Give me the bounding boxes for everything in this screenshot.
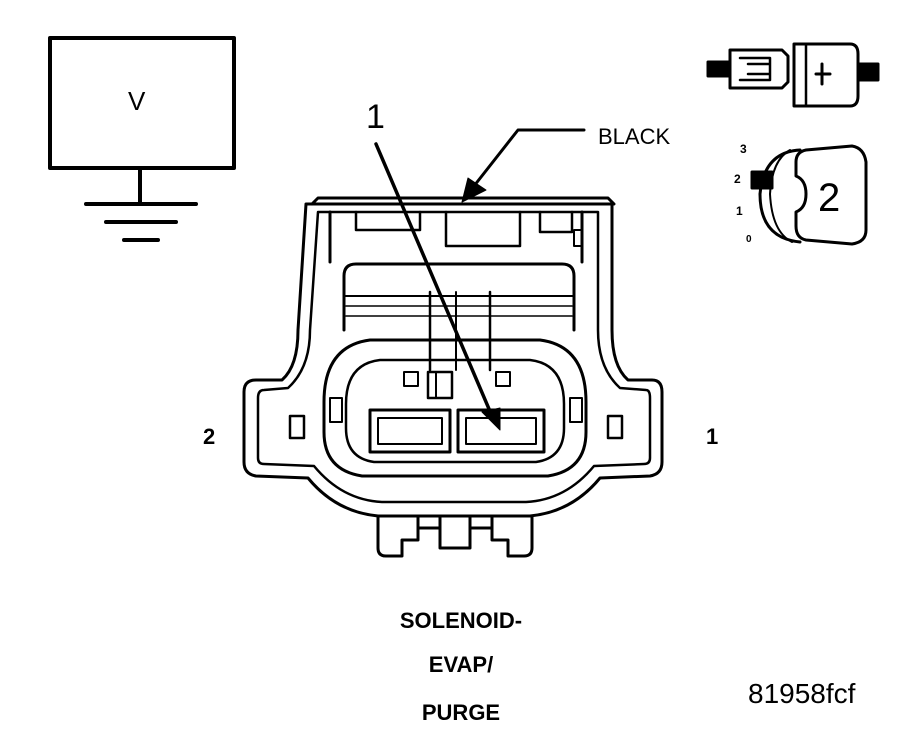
connector-housing xyxy=(242,196,664,558)
terminal-cavity-outer xyxy=(322,338,588,478)
callout-arrow xyxy=(374,142,501,431)
view-position-2: 2 xyxy=(734,172,741,186)
wire-color-label: BLACK xyxy=(598,124,671,149)
left-lock-nub xyxy=(288,414,306,440)
pin-number-right: 1 xyxy=(706,424,719,449)
terminal-pin-1 xyxy=(456,408,546,454)
pin-number-left: 2 xyxy=(203,424,216,449)
view-position-0: 0 xyxy=(746,234,752,245)
connector-name-line-3: PURGE xyxy=(421,700,501,725)
view-indicator-icon xyxy=(750,144,868,246)
terminal-cavity-inner xyxy=(344,358,566,464)
view-position-3: 3 xyxy=(740,142,747,156)
connector-name-line-2: EVAP/ xyxy=(428,652,494,677)
view-position-1: 1 xyxy=(736,204,743,218)
figure-id: 81958fcf xyxy=(748,678,856,709)
housing-outer-outline xyxy=(242,202,664,518)
callout-number: 1 xyxy=(366,98,385,136)
view-number: 2 xyxy=(818,176,841,220)
voltmeter-symbol xyxy=(48,36,236,242)
voltmeter-label: V xyxy=(128,86,146,116)
bottom-tabs xyxy=(376,514,534,558)
ground-icon xyxy=(84,202,198,242)
mating-connector-icon xyxy=(706,42,880,108)
right-lock-nub xyxy=(606,414,624,440)
latch-body xyxy=(342,262,576,332)
center-key xyxy=(426,370,454,400)
housing-inner-outline xyxy=(256,210,652,504)
color-leader-arrow xyxy=(461,128,586,203)
terminal-pin-2 xyxy=(368,408,452,454)
connector-name-line-1: SOLENOID- xyxy=(399,608,523,633)
